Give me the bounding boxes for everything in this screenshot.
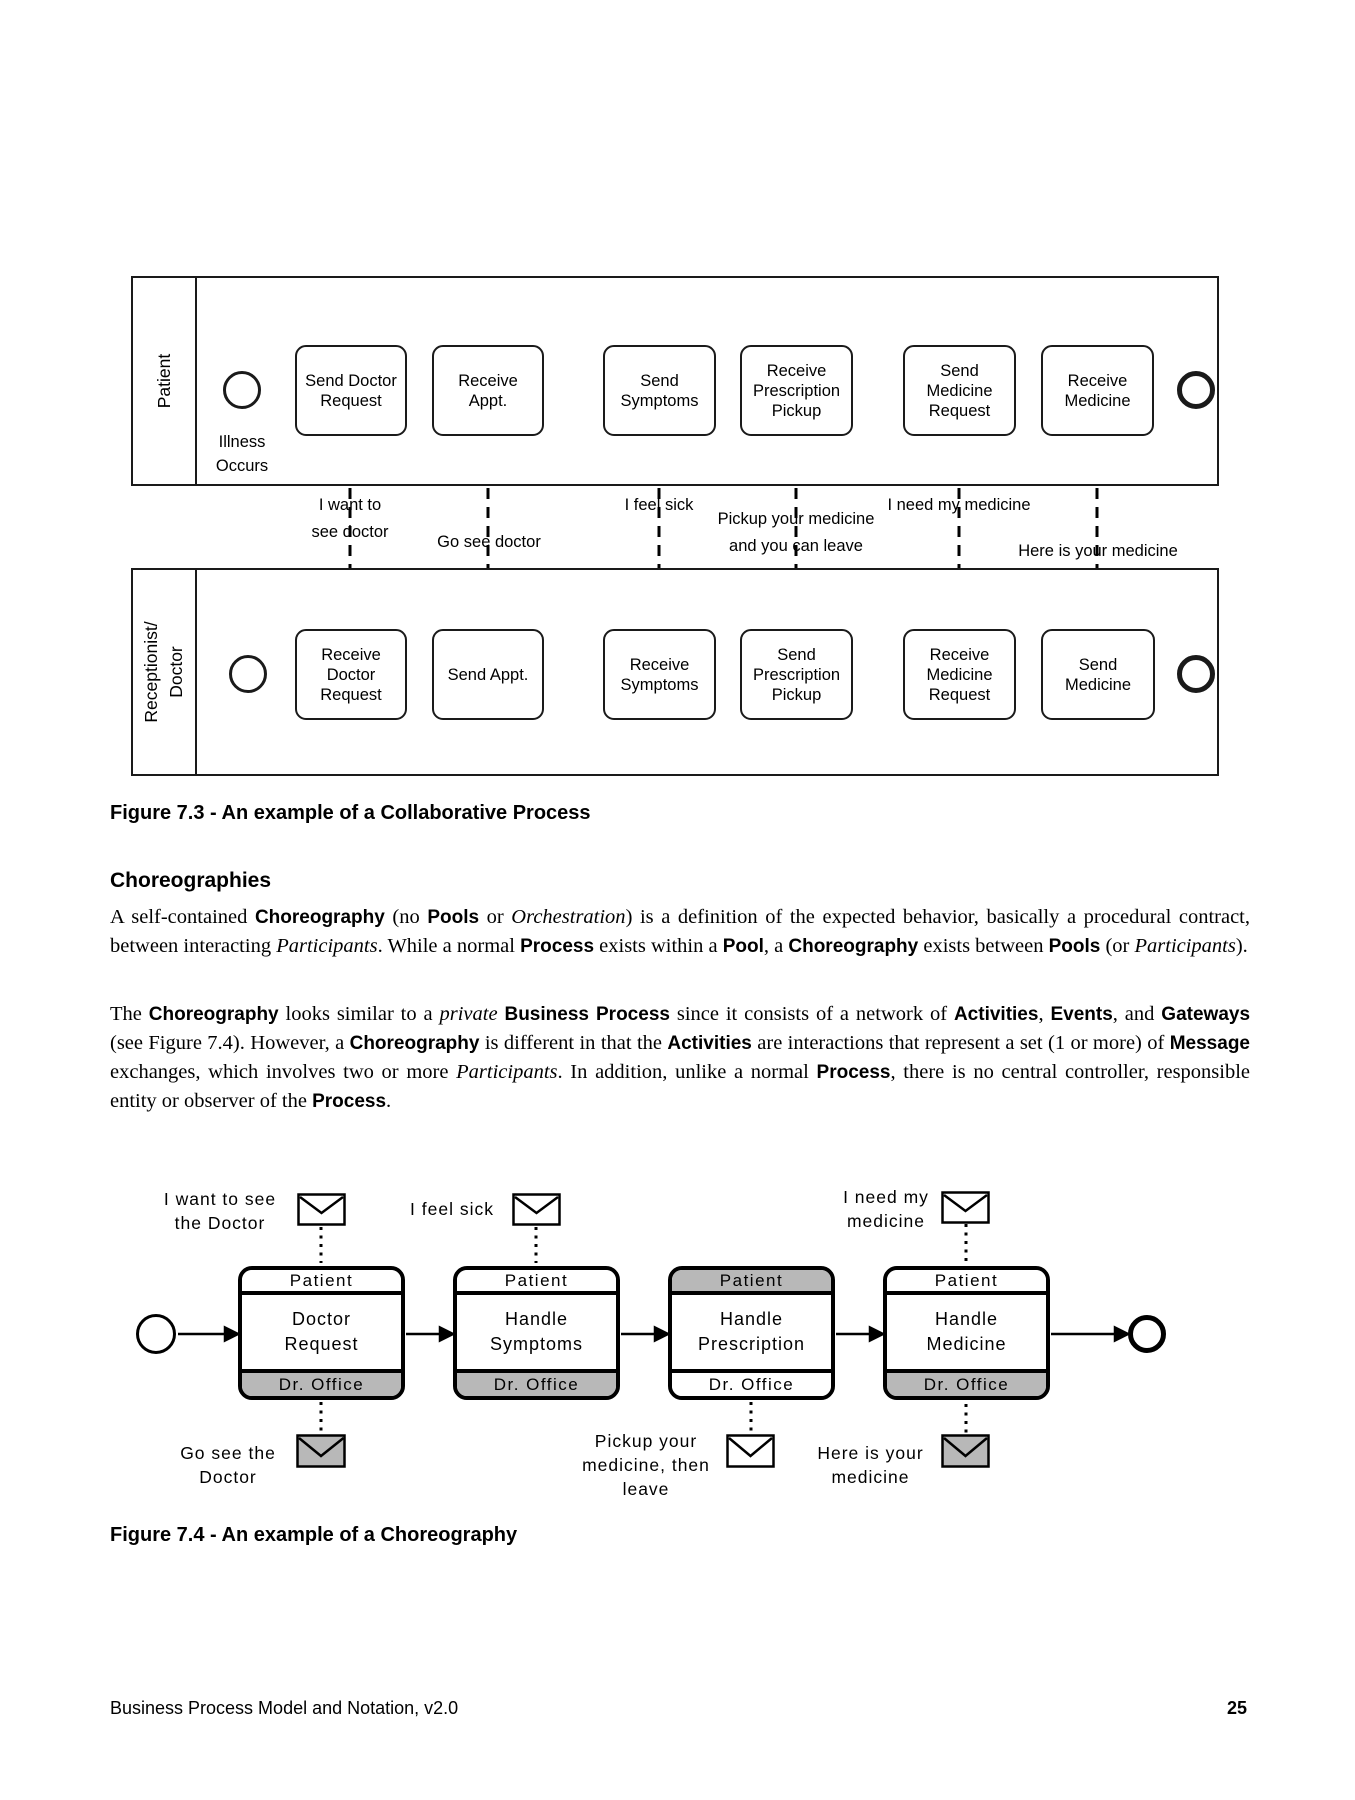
- choreo-activity-handle-symptoms: Patient Handle Symptoms Dr. Office: [453, 1266, 620, 1400]
- choreo-activity-handle-medicine: Patient Handle Medicine Dr. Office: [883, 1266, 1050, 1400]
- start-event-receptionist: [229, 655, 267, 693]
- pool-receptionist-label-band: Receptionist/ Doctor: [133, 570, 197, 774]
- start-event-patient: [223, 371, 261, 409]
- pool-patient-label: Patient: [153, 353, 174, 409]
- participant-band-bottom: Dr. Office: [672, 1369, 831, 1396]
- task-send-symptoms: Send Symptoms: [603, 345, 716, 436]
- end-event-receptionist: [1177, 655, 1215, 693]
- pool-receptionist-label: Receptionist/ Doctor: [141, 621, 186, 723]
- participant-band-top: Patient: [887, 1270, 1046, 1295]
- task-send-medicine: Send Medicine: [1041, 629, 1155, 720]
- choreo-activity-name: Handle Prescription: [697, 1309, 806, 1354]
- choreo-activity-handle-prescription: Patient Handle Prescription Dr. Office: [668, 1266, 835, 1400]
- choreo-activity-name: Handle Symptoms: [489, 1309, 584, 1354]
- start-event-label: Illness Occurs: [215, 433, 269, 475]
- participant-band-bottom: Dr. Office: [887, 1369, 1046, 1396]
- task-receive-medicine-request: Receive Medicine Request: [903, 629, 1016, 720]
- participant-band-bottom: Dr. Office: [457, 1369, 616, 1396]
- message-label-go-see-doctor: Go see doctor: [437, 533, 541, 551]
- task-receive-prescription-pickup: Receive Prescription Pickup: [740, 345, 853, 436]
- choreography-message-links: [319, 1224, 968, 1433]
- task-send-prescription-pickup: Send Prescription Pickup: [740, 629, 853, 720]
- message-envelope-icon: [512, 1193, 561, 1226]
- task-receive-medicine: Receive Medicine: [1041, 345, 1154, 436]
- choreo-message-label-go-see-doctor: Go see the Doctor: [180, 1443, 276, 1487]
- footer-document-title: Business Process Model and Notation, v2.…: [110, 1698, 459, 1718]
- paragraph-2: The Choreography looks similar to a priv…: [110, 1003, 1251, 1112]
- message-envelope-icon: [726, 1434, 775, 1468]
- choreo-message-label-need-medicine: I need my medicine: [843, 1187, 929, 1231]
- participant-band-top: Patient: [672, 1270, 831, 1295]
- choreo-start-event: [136, 1314, 176, 1354]
- footer-page-number: 25: [1226, 1698, 1247, 1718]
- choreo-end-event: [1128, 1315, 1166, 1353]
- choreo-message-label-here-is-medicine: Here is your medicine: [817, 1443, 924, 1487]
- message-envelope-icon: [297, 1193, 346, 1226]
- message-label-want-to-see-doctor: I want to see doctor: [311, 496, 389, 541]
- choreo-message-label-feel-sick: I feel sick: [410, 1199, 494, 1219]
- participant-band-top: Patient: [242, 1270, 401, 1295]
- pool-patient-label-band: Patient: [133, 278, 197, 484]
- task-send-doctor-request: Send Doctor Request: [295, 345, 407, 436]
- end-event-patient: [1177, 371, 1215, 409]
- message-envelope-icon: [941, 1191, 990, 1224]
- choreo-activity-name: Handle Medicine: [926, 1309, 1007, 1354]
- figure74-caption: Figure 7.4 - An example of a Choreograph…: [110, 1524, 518, 1546]
- choreo-message-label-pickup-medicine: Pickup your medicine, then leave: [582, 1431, 710, 1499]
- choreo-activity-doctor-request: Patient Doctor Request Dr. Office: [238, 1266, 405, 1400]
- choreo-message-label-want-to-see: I want to see the Doctor: [163, 1189, 277, 1233]
- task-send-medicine-request: Send Medicine Request: [903, 345, 1016, 436]
- task-receive-doctor-request: Receive Doctor Request: [295, 629, 407, 720]
- message-label-i-feel-sick: I feel sick: [624, 496, 694, 514]
- participant-band-top: Patient: [457, 1270, 616, 1295]
- figure73-caption: Figure 7.3 - An example of a Collaborati…: [110, 802, 591, 824]
- section-heading: Choreographies: [110, 869, 272, 892]
- message-label-here-is-medicine: Here is your medicine: [1018, 542, 1178, 560]
- task-send-appt: Send Appt.: [432, 629, 544, 720]
- message-envelope-shaded-icon: [941, 1434, 990, 1468]
- choreo-activity-name: Doctor Request: [284, 1309, 359, 1354]
- paragraph-1: A self-contained Choreography (no Pools …: [110, 906, 1251, 957]
- task-receive-appt: Receive Appt.: [432, 345, 544, 436]
- message-label-need-medicine: I need my medicine: [887, 496, 1031, 514]
- participant-band-bottom: Dr. Office: [242, 1369, 401, 1396]
- message-label-pickup-medicine: Pickup your medicine and you can leave: [717, 510, 875, 555]
- task-receive-symptoms: Receive Symptoms: [603, 629, 716, 720]
- message-envelope-shaded-icon: [296, 1434, 346, 1468]
